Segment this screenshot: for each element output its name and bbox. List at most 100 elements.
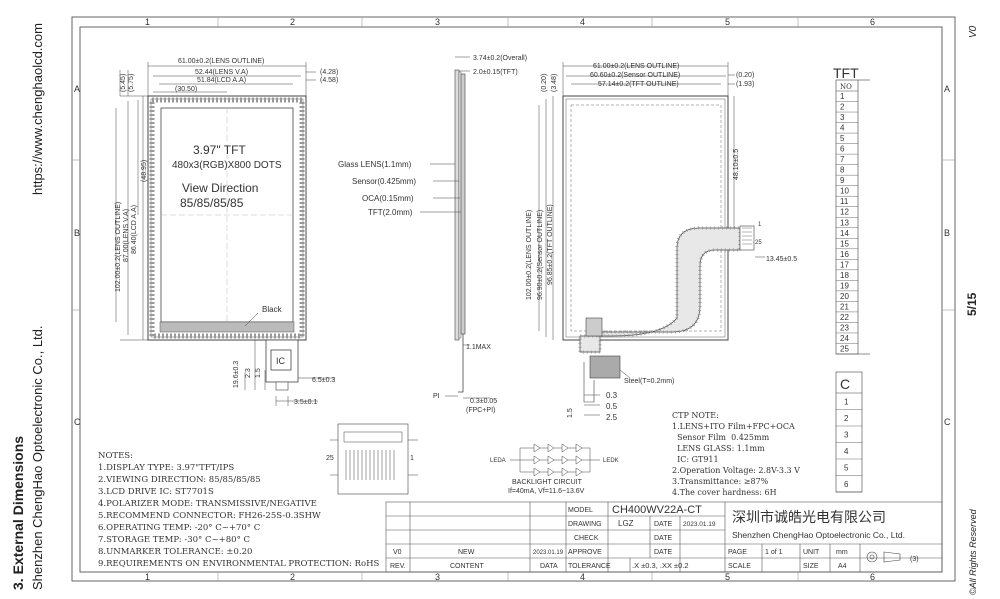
rear-dim-2-5: 2.5 <box>606 413 618 422</box>
rear-dim-48: 48.10±0.5 <box>733 149 740 180</box>
rear-dim-lens-outline: 61.00±0.2(LENS OUTLINE) <box>593 63 679 70</box>
ctp-note-item: IC: GT911 <box>672 455 719 464</box>
ctp-pin-number: 3 <box>844 431 849 440</box>
pin-table-title: TFT <box>833 65 859 81</box>
col-label: 5 <box>725 572 730 582</box>
pin-number: 21 <box>840 302 849 311</box>
pin-number: 6 <box>840 145 845 154</box>
frame-row-labels: A B C A B C <box>74 84 951 427</box>
tolerance-value: .X ±0.3, .XX ±0.2 <box>632 561 689 570</box>
dim-6-5: 6.5±0.3 <box>312 377 335 384</box>
pi-label: PI <box>433 393 440 400</box>
revision-v0: V0 <box>393 549 402 556</box>
rear-dim-sensor-outline: 60.60±0.2(Sensor OUTLINE) <box>590 72 680 79</box>
rear-dim-0-20: (0.20) <box>736 72 754 79</box>
col-label: 5 <box>725 17 730 27</box>
size-label: SIZE <box>803 563 819 570</box>
ctp-note-item: 4.The cover hardness: 6H <box>672 488 777 497</box>
col-label: 6 <box>870 572 875 582</box>
notes: NOTES: 1.DISPLAY TYPE: 3.97"TFT/IPS 2.VI… <box>98 451 380 569</box>
dim-30-50: (30.50) <box>175 86 197 93</box>
model-number: CH400WV22A-CT <box>612 504 702 516</box>
ctp-notes-title: CTP NOTE: <box>672 411 719 420</box>
dim-v-lens-outline: 102.00±0.2(LENS OUTLINE) <box>115 202 122 292</box>
dim-lens-outline: 61.00±0.2(LENS OUTLINE) <box>178 58 264 65</box>
pin-number: 5 <box>840 134 845 143</box>
page-value: 1 of 1 <box>765 549 783 556</box>
rev-label: REV. <box>390 563 406 570</box>
front-view: 3.97" TFT 480x3(RGB)X800 DOTS View Direc… <box>115 58 338 406</box>
col-label: 4 <box>580 17 585 27</box>
tolerance-label: TOLERANCE <box>568 563 611 570</box>
view-direction-title: View Direction <box>182 181 258 195</box>
connector-pin-1: 1 <box>410 455 414 462</box>
ctp-pin-number: 4 <box>844 447 849 456</box>
col-label: 3 <box>435 17 440 27</box>
model-label: MODEL <box>568 507 593 514</box>
dim-lens-va: 52.44(LENS V.A) <box>195 69 248 76</box>
note-item: 4.POLARIZER MODE: TRANSMISSIVE/NEGATIVE <box>98 499 317 509</box>
note-item: 9.REQUIREMENTS ON ENVIRONMENTAL PROTECTI… <box>98 559 380 569</box>
backlight-spec: If=40mA, Vf=11.6~13.6V <box>508 488 585 495</box>
fpc-thickness: 0.3±0.05 <box>470 398 497 405</box>
steel-label: Steel(T=0.2mm) <box>624 378 674 385</box>
ctp-note-item: 2.Operation Voltage: 2.8V-3.3 V <box>672 466 800 475</box>
note-item: 1.DISPLAY TYPE: 3.97"TFT/IPS <box>98 463 234 473</box>
pin-table-header: NO <box>840 83 852 91</box>
pin-table: TFT NO 123456789101112131415161718192021… <box>833 65 870 355</box>
rights-notice: ©All Rights Reserved <box>968 509 978 595</box>
page-number: 5/15 <box>965 292 979 316</box>
max-label: 1.1MAX <box>466 344 491 351</box>
ctp-note-item: LENS GLASS: 1.1mm <box>672 444 765 453</box>
col-label: 6 <box>870 17 875 27</box>
drawn-by: LGZ <box>618 519 634 528</box>
rear-view: 61.00±0.2(LENS OUTLINE) 60.60±0.2(Sensor… <box>526 62 797 422</box>
col-label: 2 <box>290 572 295 582</box>
pin-number: 25 <box>840 345 849 354</box>
dim-v-lcd-aa: 86.40(LCD A.A) <box>131 205 138 254</box>
col-label: 2 <box>290 17 295 27</box>
pin-number: 7 <box>840 155 845 164</box>
row-label: A <box>74 84 80 94</box>
rear-dim-v-0-20: (0.20) <box>541 74 548 92</box>
rear-dim-v-3-48: (3.48) <box>551 74 558 92</box>
rear-dim-1-5: 1.5 <box>567 408 574 418</box>
pin-number: 4 <box>840 124 845 133</box>
rear-dim-v-lens: 102.00±0.2(LENS OUTLINE) <box>526 210 533 300</box>
display-size: 3.97" TFT <box>193 143 246 157</box>
drawing-label: DRAWING <box>568 521 602 528</box>
version-label: V0 <box>968 25 979 38</box>
dim-5-45: (5.45) <box>120 74 127 92</box>
pin-number: 1 <box>840 92 845 101</box>
pin-number: 23 <box>840 323 849 332</box>
pin-number: 15 <box>840 239 849 248</box>
size-value: A4 <box>838 563 847 570</box>
ctp-pin-number: 2 <box>844 414 849 423</box>
pin-1-label: 1 <box>758 222 762 228</box>
company-name-en: Shenzhen ChengHao Optoelectronic Co., Lt… <box>732 530 905 540</box>
note-item: 5.RECOMMEND CONNECTOR: FH26-25S-0.3SHW <box>98 511 321 521</box>
rear-dim-v-tft: 96.85±0.2(TFT OUTLINE) <box>547 204 554 285</box>
dim-v-lens-va: 87.00(LENS V.A) <box>123 209 130 262</box>
col-label: 3 <box>435 572 440 582</box>
dim-48-95: (48.95) <box>141 160 148 182</box>
pin-number: 14 <box>840 229 849 238</box>
note-item: 2.VIEWING DIRECTION: 85/85/85/85 <box>98 475 261 485</box>
company-url[interactable]: https://www.chenghaolcd.com <box>30 23 45 195</box>
pin-number: 2 <box>840 103 845 112</box>
date-label: DATE <box>654 521 672 528</box>
rear-dim-13-45: 13.45±0.5 <box>766 256 797 263</box>
row-label: B <box>944 228 950 238</box>
pin-number: 13 <box>840 218 849 227</box>
revision-content-new: NEW <box>458 549 475 556</box>
dim-tft-thickness: 2.0±0.15(TFT) <box>473 69 518 76</box>
rear-dim-1-93: (1.93) <box>736 81 754 88</box>
backlight-title: BACKLIGHT CIRCUIT <box>512 479 583 486</box>
note-item: 3.LCD DRIVE IC: ST7701S <box>98 487 214 497</box>
pin-number: 12 <box>840 208 849 217</box>
pin-number: 18 <box>840 271 849 280</box>
pin-number: 11 <box>840 197 849 206</box>
rear-dim-v-sensor: 96.90±0.2(Sensor OUTLINE) <box>537 210 544 300</box>
pin-number: 22 <box>840 313 849 322</box>
